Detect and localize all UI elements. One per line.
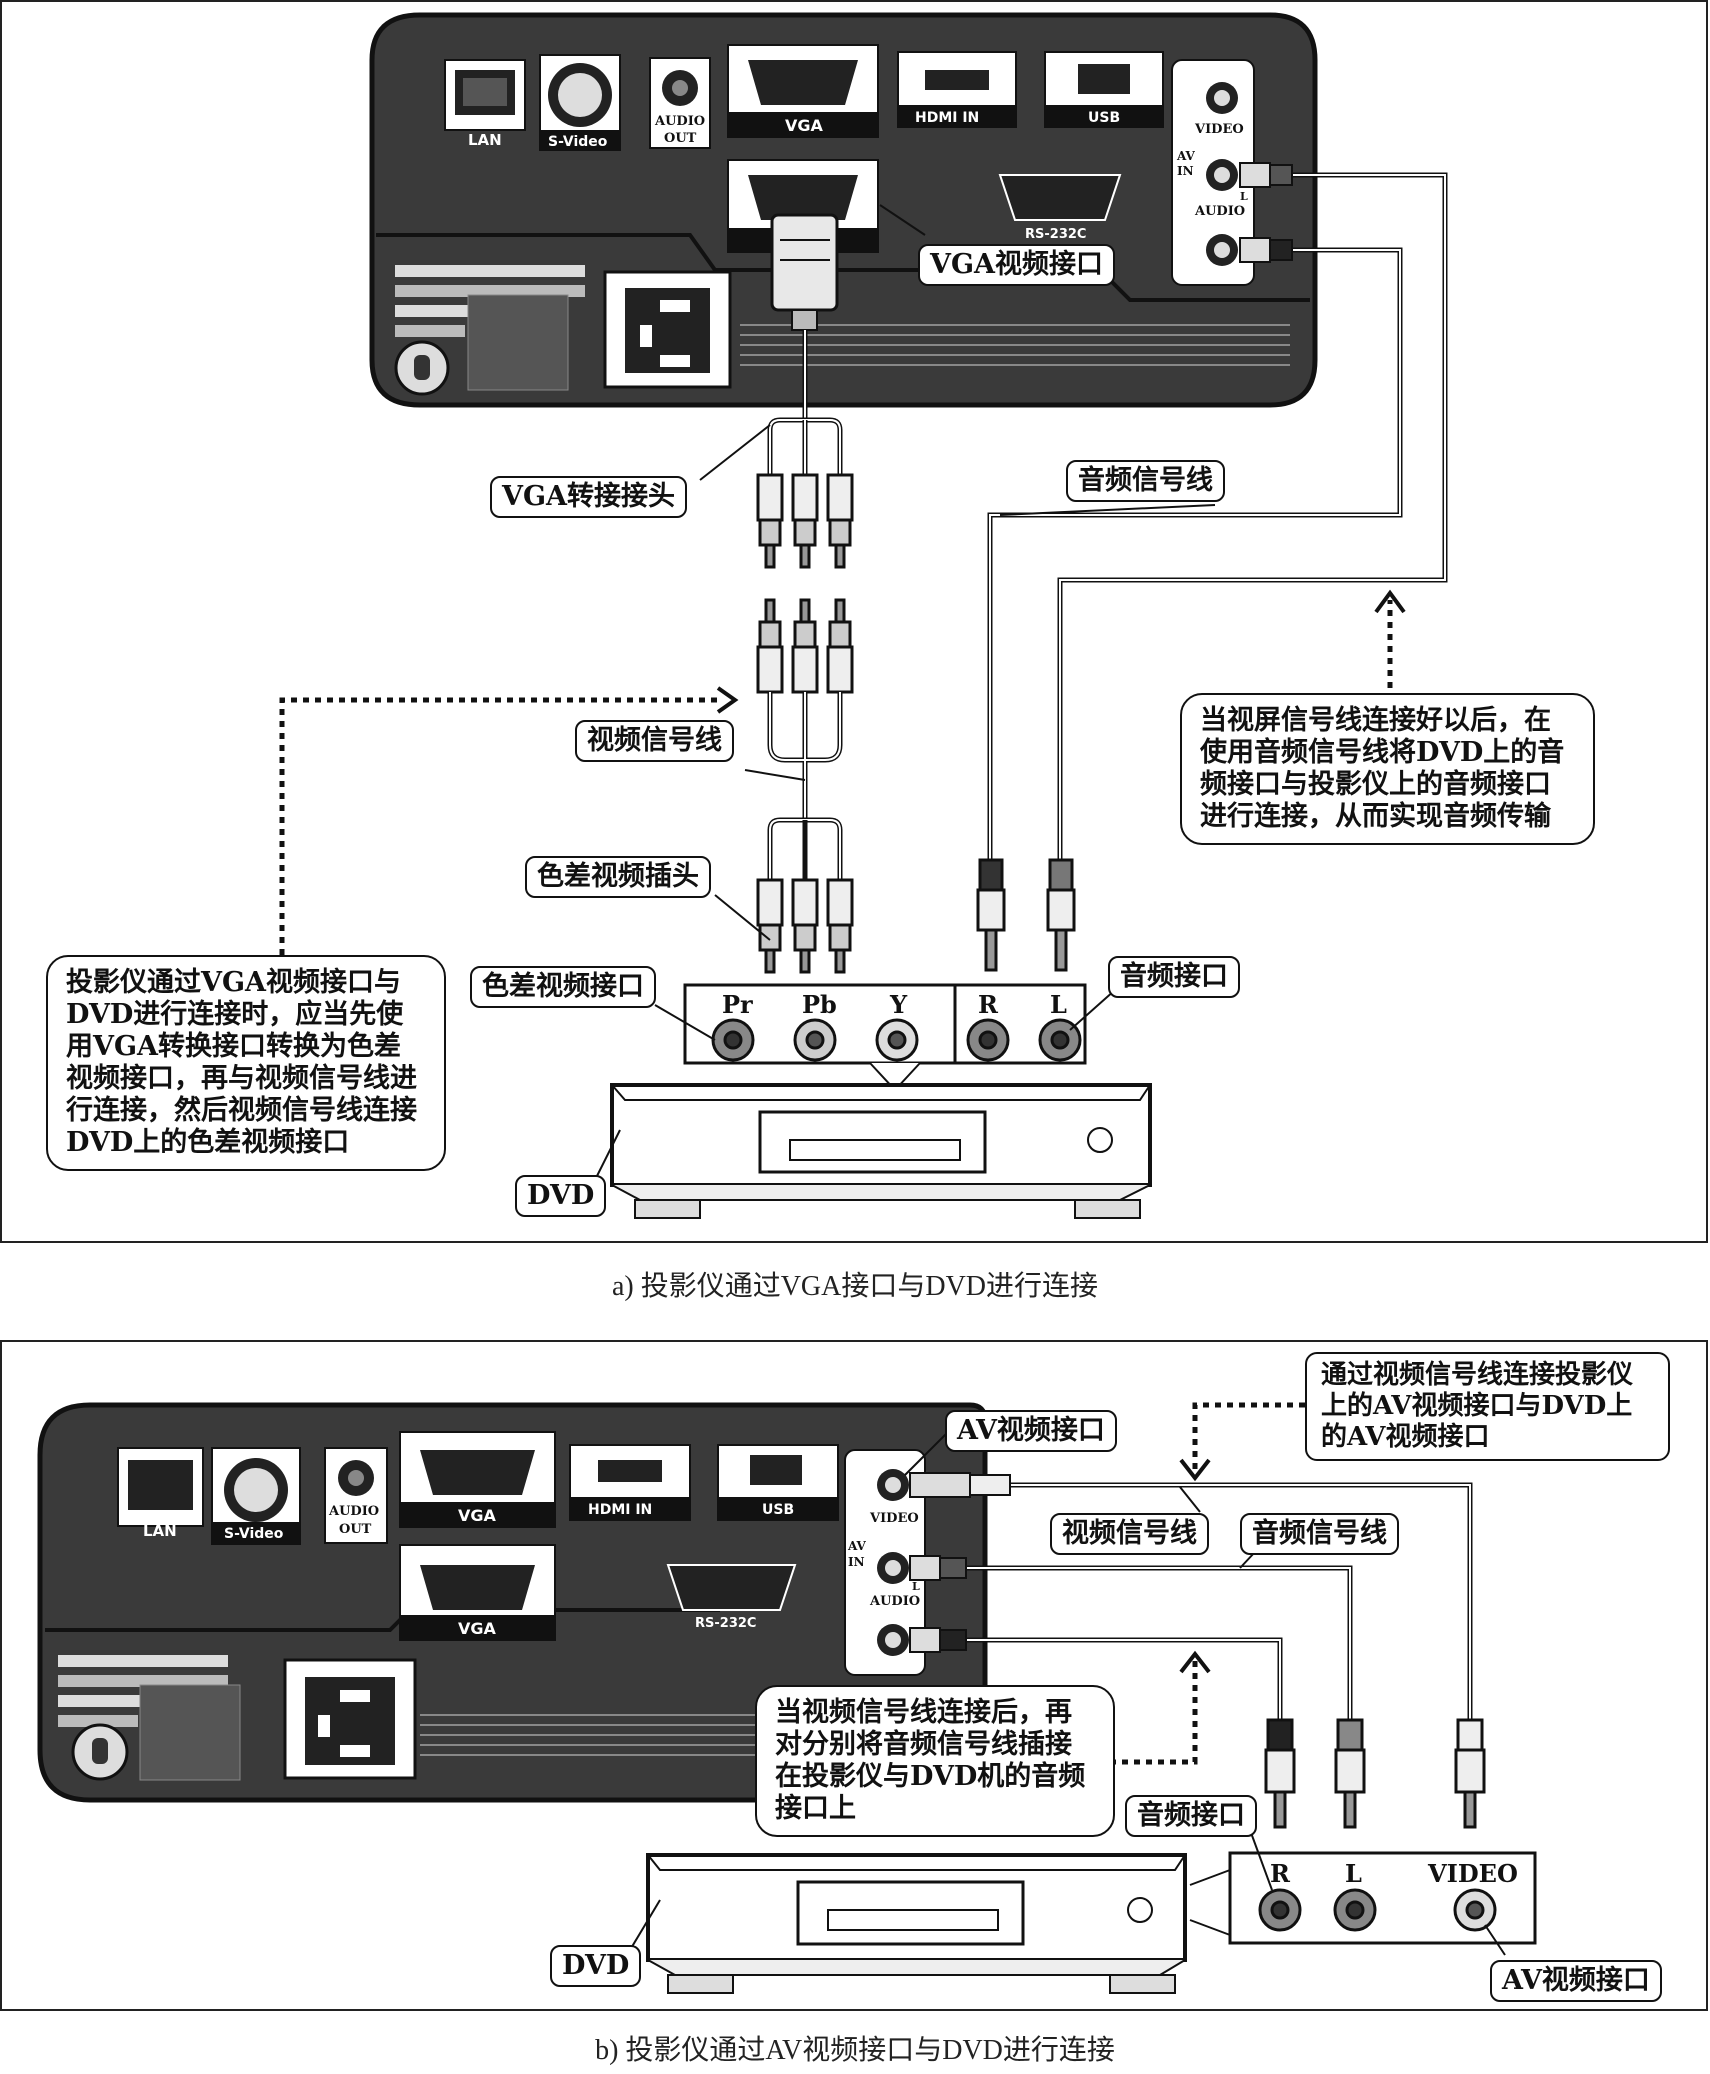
av-in-label-1: AV (1176, 149, 1195, 163)
hdmi-label-b: HDMI IN (588, 1502, 652, 1518)
av-in-plugs-b (909, 1472, 1011, 1653)
audio-port-tag: 音频接口 (1108, 956, 1240, 998)
audio-out-label-2: OUT (664, 131, 697, 146)
dvd-plugs-b (1264, 1718, 1486, 1829)
r-label-b: R (1270, 1859, 1291, 1888)
left-dotted-arrow (279, 697, 720, 955)
av-in-label-2-b: IN (848, 1555, 865, 1569)
lan-label: LAN (468, 131, 502, 149)
video-cable-top-plugs (756, 598, 854, 694)
vga-adapter-tag: VGA转接接头 (490, 476, 687, 518)
component-plug-tag: 色差视频插头 (525, 856, 711, 898)
video-label-b: VIDEO (1427, 1859, 1518, 1888)
av-in-plugs (1239, 162, 1293, 263)
svideo-label-b: S-Video (224, 1526, 284, 1542)
projector-lower-panel (376, 233, 1310, 302)
dvd-player-b (646, 1853, 1187, 1994)
av-in-l-label: L (1240, 190, 1248, 203)
middle-note-b: 当视频信号线连接后，再对分别将音频信号线插接在投影仪与DVD机的音频接口上 (755, 1685, 1115, 1837)
av-in-audio-label: AUDIO (1194, 204, 1245, 219)
r-label: R (978, 990, 999, 1019)
video-cable-tag-b: 视频信号线 (1050, 1513, 1209, 1555)
caption-a: a) 投影仪通过VGA接口与DVD进行连接 (611, 1271, 1099, 1302)
lan-label-b: LAN (143, 1522, 177, 1540)
top-dotted-arrow-b (1192, 1402, 1305, 1470)
vga-label: VGA (785, 116, 824, 135)
hdmi-label: HDMI IN (915, 110, 979, 126)
av-in-audio-label-b: AUDIO (869, 1594, 920, 1609)
panel-a-drawing: LAN S-Video AUDIO OUT VGA HDMI IN USB VI… (279, 12, 1448, 1219)
rs232-port-b (666, 1564, 797, 1611)
video-cable-tag: 视频信号线 (575, 720, 734, 762)
rs232-port (998, 174, 1122, 221)
rs232-label-b: RS-232C (695, 1616, 756, 1631)
av-in-label-1-b: AV (847, 1539, 866, 1553)
av-in-video-label: VIDEO (1194, 122, 1244, 137)
adapter-rca-plugs (756, 473, 854, 569)
audio-out-label-1: AUDIO (654, 114, 705, 129)
usb-label: USB (1088, 110, 1120, 126)
vga-port-tag: VGA视频接口 (918, 244, 1115, 286)
caption-b: b) 投影仪通过AV视频接口与DVD进行连接 (595, 2035, 1115, 2066)
right-note: 当视屏信号线连接好以后，在使用音频信号线将DVD上的音频接口与投影仪上的音频接口… (1180, 693, 1595, 845)
l-label-b: L (1345, 1859, 1362, 1888)
audio-cable-tag: 音频信号线 (1066, 460, 1225, 502)
av-port-top-tag: AV视频接口 (945, 1410, 1117, 1452)
top-note-b: 通过视频信号线连接投影仪上的AV视频接口与DVD上的AV视频接口 (1305, 1352, 1670, 1461)
av-in-label-2: IN (1177, 164, 1194, 178)
dvd-tag: DVD (515, 1175, 607, 1217)
av-in-video-label-b: VIDEO (869, 1511, 919, 1526)
component-plugs (756, 878, 854, 974)
audio-cable-tag-b: 音频信号线 (1240, 1513, 1399, 1555)
pb-label: Pb (802, 990, 837, 1019)
av-in-l-label-b: L (912, 1580, 920, 1593)
pr-label: Pr (722, 990, 753, 1019)
dvd-audio-plugs (976, 858, 1076, 972)
audio-port-tag-b: 音频接口 (1125, 1795, 1257, 1837)
dvd-tag-b: DVD (550, 1945, 642, 1987)
dvd-player (610, 1083, 1152, 1219)
av-port-bottom-tag: AV视频接口 (1490, 1960, 1662, 2002)
component-port-tag: 色差视频接口 (470, 966, 656, 1008)
middle-dotted-arrow-b (1110, 1660, 1198, 1765)
vga-label-b2: VGA (458, 1619, 497, 1638)
l-label: L (1050, 990, 1067, 1019)
audio-out-label-2-b: OUT (339, 1522, 372, 1537)
audio-out-label-1-b: AUDIO (328, 1504, 379, 1519)
left-note: 投影仪通过VGA视频接口与DVD进行连接时，应当先使用VGA转换接口转换为色差视… (46, 955, 446, 1171)
usb-label-b: USB (762, 1502, 794, 1518)
svideo-label: S-Video (548, 134, 608, 150)
y-label: Y (889, 990, 908, 1019)
rs232-label: RS-232C (1025, 227, 1086, 242)
vga-label-b: VGA (458, 1506, 497, 1525)
